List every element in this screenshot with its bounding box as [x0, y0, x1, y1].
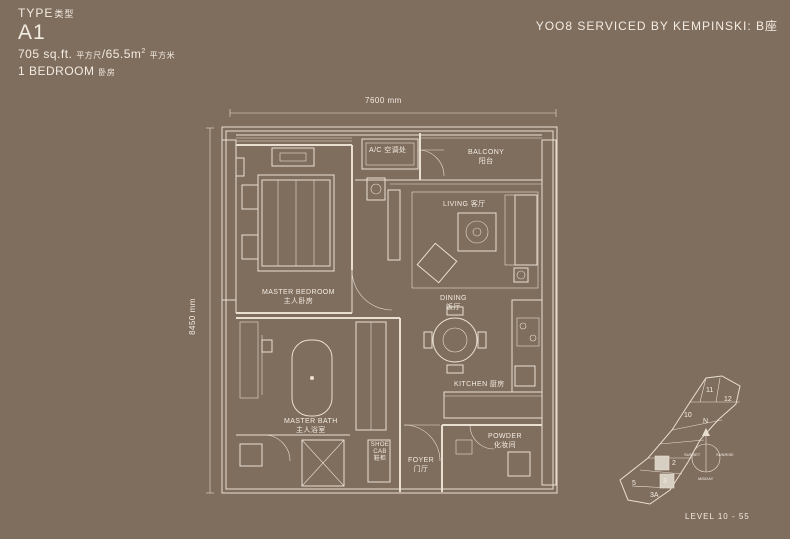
bed	[241, 174, 335, 272]
balcony-walls	[355, 133, 542, 185]
area-sqm: 65.5m	[105, 47, 142, 61]
height-dimension	[206, 127, 214, 494]
type-line: TYPE类型	[18, 6, 175, 20]
key-north: N	[703, 418, 709, 425]
bedroom-line: 1 BEDROOM 卧房	[18, 64, 175, 78]
key-unit-10: 10	[684, 412, 692, 419]
window-strip	[236, 137, 542, 142]
ac-label: A/C 空调处	[369, 147, 407, 154]
living-label: LIVING 客厅	[443, 201, 486, 208]
tv-cabinet	[366, 177, 401, 261]
dining-label-en: DINING	[440, 295, 467, 302]
shoe-cab-label: SHOE CAB 鞋柜	[369, 442, 391, 463]
dining-table	[423, 306, 487, 374]
master-bedroom-label-zh: 主人卧房	[283, 298, 314, 305]
master-bedroom-label-en: MASTER BEDROOM	[262, 289, 335, 296]
master-bath-label-en: MASTER BATH	[284, 418, 338, 425]
unit-info: TYPE类型 A1 705 sq.ft. 平方尺/65.5m2 平方米 1 BE…	[18, 6, 175, 78]
level-label: LEVEL 10 - 55	[685, 512, 750, 521]
master-bath-label-zh: 主人浴室	[296, 427, 326, 434]
key-unit-11: 11	[706, 387, 714, 394]
area-line: 705 sq.ft. 平方尺/65.5m2 平方米	[18, 47, 176, 61]
key-unit-3: 3	[663, 478, 667, 485]
balcony-label: BALCONY 阳台	[468, 148, 504, 166]
key-unit-3a: 3A	[650, 492, 659, 499]
kitchen-counter	[443, 299, 543, 419]
type-label: TYPE	[18, 6, 54, 20]
key-plan-shape	[619, 375, 741, 505]
key-unit-5: 5	[632, 480, 636, 487]
bedroom-count: 1 BEDROOM	[18, 64, 95, 78]
key-unit-2: 2	[672, 460, 676, 467]
powder-label-zh: 化妆间	[493, 442, 517, 449]
height-label: 8450 mm	[187, 298, 197, 335]
powder-label-en: POWDER	[488, 433, 522, 440]
key-midday: MIDDAY	[698, 476, 714, 481]
area-sqft-zh: 平方尺	[76, 51, 102, 60]
master-bedroom-label: MASTER BEDROOM 主人卧房	[262, 288, 335, 306]
balcony-label-zh: 阳台	[478, 158, 494, 165]
living-area	[411, 191, 539, 289]
outer-walls	[221, 126, 558, 494]
dining-label-zh: 饭厅	[446, 304, 461, 311]
powder-room	[442, 424, 542, 477]
area-sqm-zh: 平方米	[149, 51, 176, 60]
powder-label: POWDER 化妆间	[488, 432, 522, 450]
bedroom-tv-console	[235, 147, 315, 177]
unit-code: A1	[18, 21, 46, 44]
foyer-area	[367, 424, 443, 492]
bedroom-zh: 卧房	[98, 68, 116, 77]
master-bath-label: MASTER BATH 主人浴室	[284, 417, 338, 435]
kitchen-label: KITCHEN 厨房	[454, 381, 505, 388]
type-label-zh: 类型	[54, 9, 75, 19]
key-sunset: SUNSET	[684, 452, 701, 457]
foyer-label-en: FOYER	[408, 457, 435, 464]
foyer-label: FOYER 门厅	[408, 456, 434, 474]
balcony-label-en: BALCONY	[468, 149, 505, 156]
area-sqm-sup: 2	[141, 48, 146, 55]
key-sunrise: SUNRISE	[716, 452, 734, 457]
area-sqft: 705 sq.ft.	[18, 47, 73, 61]
master-bath	[236, 317, 401, 487]
shoe-cab-label-zh: 鞋柜	[373, 456, 387, 462]
width-label: 7600 mm	[365, 96, 402, 105]
ac-room	[361, 138, 445, 177]
foyer-label-zh: 门厅	[413, 466, 429, 473]
key-unit-12: 12	[724, 396, 732, 403]
dining-label: DINING 饭厅	[440, 294, 467, 312]
shoe-cab-label-en: SHOE CAB	[370, 442, 390, 455]
width-dimension	[229, 109, 557, 117]
project-title: YOO8 SERVICED BY KEMPINSKI: B座	[535, 19, 778, 33]
